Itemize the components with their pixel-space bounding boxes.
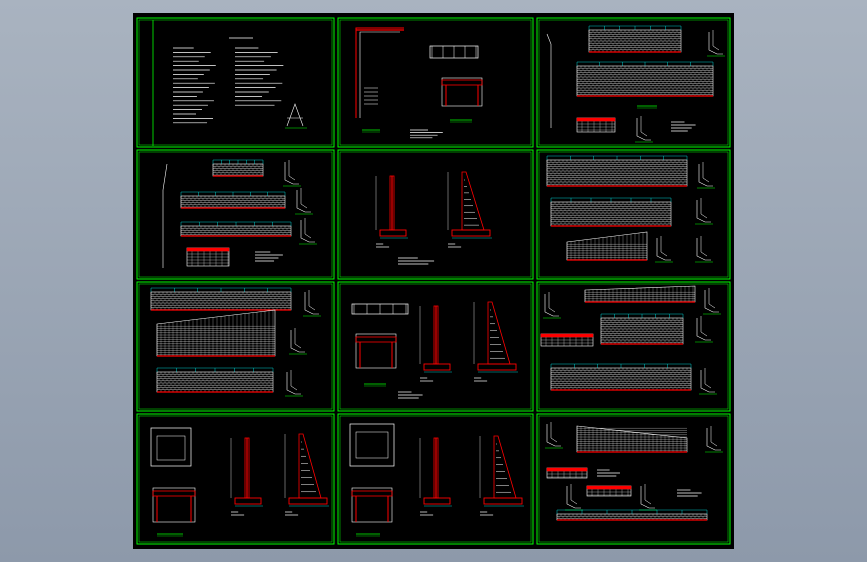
drawing-canvas[interactable] bbox=[133, 13, 734, 549]
sheet-r1c3 bbox=[536, 17, 731, 148]
elevations-sheet-2 bbox=[162, 159, 317, 268]
retaining-wall-section bbox=[375, 175, 408, 248]
plan-and-sections-3 bbox=[150, 427, 329, 537]
sloped-wall-elevation bbox=[576, 425, 688, 453]
wall-detail bbox=[695, 198, 713, 225]
retaining-wall-section bbox=[479, 435, 524, 516]
plan-and-sections-4 bbox=[349, 423, 524, 537]
wall-detail bbox=[635, 116, 653, 143]
elevations-sheet-5 bbox=[540, 285, 721, 395]
sheet-frames bbox=[136, 17, 731, 545]
sheet-r1c2 bbox=[337, 17, 534, 148]
sheet-r2c2 bbox=[337, 149, 534, 280]
wall-detail bbox=[707, 30, 725, 57]
sheet-r3c3 bbox=[536, 281, 731, 412]
brick-wall-elevation bbox=[550, 197, 672, 227]
sheet-r4c2 bbox=[337, 413, 534, 545]
wall-detail bbox=[295, 188, 313, 215]
retaining-wall-section bbox=[419, 305, 452, 382]
sloped-wall-elevation bbox=[156, 309, 276, 357]
wall-detail bbox=[283, 160, 301, 187]
sheet-r1c1 bbox=[136, 17, 335, 148]
wall-detail bbox=[639, 484, 657, 511]
brick-wall-elevation bbox=[576, 61, 714, 97]
schedule-table bbox=[546, 467, 588, 479]
wall-detail bbox=[543, 292, 561, 319]
retaining-wall-section bbox=[284, 433, 329, 516]
wall-detail bbox=[705, 426, 723, 453]
wall-detail bbox=[695, 236, 713, 263]
sloped-wall-elevation bbox=[584, 285, 696, 303]
brick-wall-elevation bbox=[588, 25, 682, 53]
retaining-wall-section bbox=[447, 171, 492, 248]
wall-detail bbox=[697, 162, 715, 189]
brick-wall-elevation bbox=[556, 509, 708, 521]
sloped-wall-elevation bbox=[566, 231, 648, 261]
sheet-r4c1 bbox=[136, 413, 335, 545]
schedule-table bbox=[186, 247, 230, 267]
wall-detail bbox=[299, 218, 317, 245]
wall-sections bbox=[375, 171, 492, 265]
general-notes bbox=[173, 37, 307, 129]
elevations-sheet-6 bbox=[545, 422, 723, 521]
sheet-contents bbox=[150, 25, 725, 537]
brick-wall-elevation bbox=[156, 367, 274, 393]
wall-detail bbox=[699, 368, 717, 395]
sheet-r4c3 bbox=[536, 413, 731, 545]
plan-and-sections-2 bbox=[351, 301, 518, 399]
plan-and-sections bbox=[355, 27, 483, 139]
wall-detail bbox=[703, 288, 721, 315]
brick-wall-elevation bbox=[180, 191, 286, 209]
wall-detail bbox=[289, 328, 307, 355]
sheet-r2c1 bbox=[136, 149, 335, 280]
elevations-sheet-3 bbox=[546, 155, 715, 263]
brick-wall-elevation bbox=[180, 221, 292, 237]
schedule-table bbox=[576, 117, 616, 133]
brick-wall-elevation bbox=[546, 155, 688, 187]
brick-wall-elevation bbox=[600, 313, 684, 345]
wall-detail bbox=[565, 484, 583, 511]
wall-detail bbox=[303, 290, 321, 317]
schedule-table bbox=[586, 485, 632, 497]
elevations-sheet-1 bbox=[546, 25, 725, 143]
wall-detail bbox=[285, 370, 303, 397]
schedule-table bbox=[540, 333, 594, 347]
wall-detail bbox=[695, 316, 713, 343]
brick-wall-elevation bbox=[550, 363, 692, 391]
retaining-wall-section bbox=[230, 437, 263, 516]
brick-wall-elevation bbox=[150, 287, 292, 311]
sheet-r3c1 bbox=[136, 281, 335, 412]
sheet-r2c3 bbox=[536, 149, 731, 280]
elevations-sheet-4 bbox=[150, 287, 321, 397]
sheet-r3c2 bbox=[337, 281, 534, 412]
cad-drawing-sheet-grid bbox=[136, 17, 731, 545]
retaining-wall-section bbox=[419, 437, 452, 516]
retaining-wall-section bbox=[473, 301, 518, 382]
wall-detail bbox=[655, 236, 673, 263]
wall-detail bbox=[545, 422, 563, 449]
brick-wall-elevation bbox=[212, 159, 264, 177]
